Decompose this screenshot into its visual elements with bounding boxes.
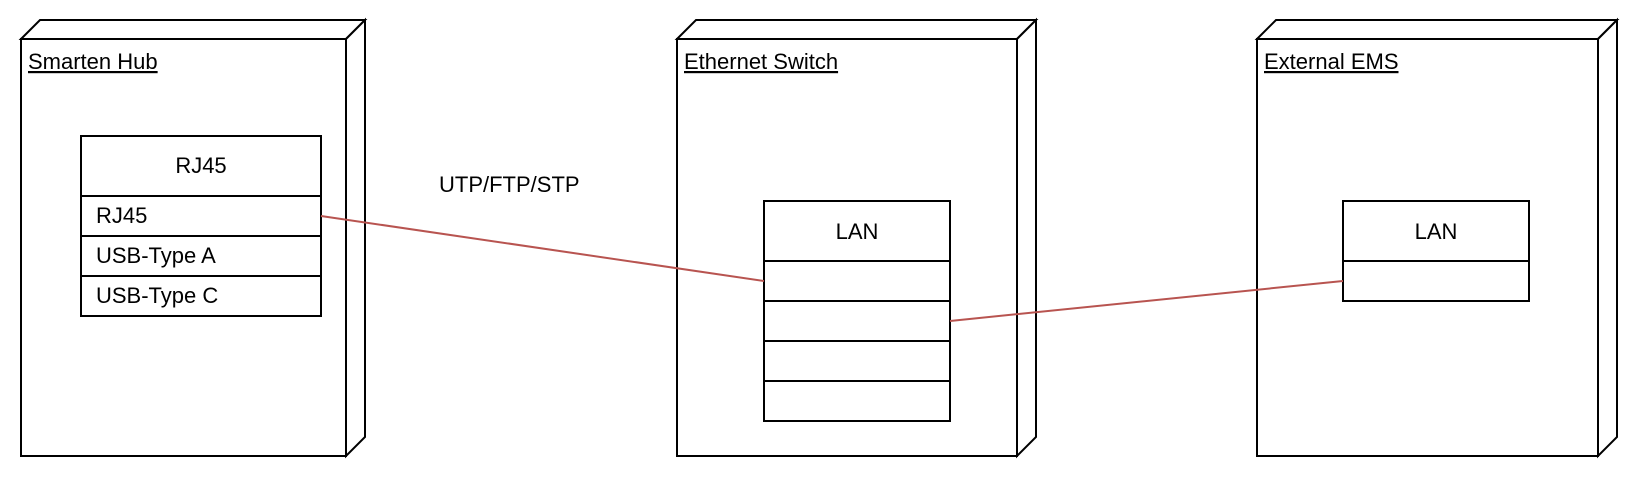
port-row[interactable] xyxy=(80,275,322,317)
node-side-face xyxy=(1016,17,1037,459)
port-row-label: USB-Type C xyxy=(96,283,218,308)
port-row[interactable] xyxy=(763,300,951,342)
component-lan-switch[interactable]: LAN xyxy=(763,200,951,422)
node-title: Ethernet Switch xyxy=(684,49,838,74)
node-top-face xyxy=(674,19,1039,40)
component-rj45[interactable]: RJ45 RJ45 USB-Type A USB-Type C xyxy=(80,135,322,317)
node-title: Smarten Hub xyxy=(28,49,158,74)
connection-label: UTP/FTP/STP xyxy=(439,172,580,197)
node-title: External EMS xyxy=(1264,49,1399,74)
node-side-face xyxy=(345,17,366,459)
connection-switch-to-ems[interactable] xyxy=(949,280,1344,322)
port-row[interactable] xyxy=(763,340,951,382)
component-lan-ems[interactable]: LAN xyxy=(1342,200,1530,302)
port-row-label: RJ45 xyxy=(96,203,147,228)
node-external-ems[interactable]: External EMS LAN xyxy=(1254,17,1620,459)
connection-hub-to-switch[interactable] xyxy=(320,215,765,282)
component-header-box xyxy=(80,135,322,197)
port-row[interactable] xyxy=(80,235,322,277)
node-side-face xyxy=(1597,17,1618,459)
node-ethernet-switch[interactable]: Ethernet Switch LAN xyxy=(674,17,1039,459)
port-row-label: USB-Type A xyxy=(96,243,216,268)
port-row[interactable] xyxy=(763,380,951,422)
component-header: RJ45 xyxy=(175,153,226,178)
component-header: LAN xyxy=(1415,219,1458,244)
node-smarten-hub[interactable]: Smarten Hub RJ45 RJ45 USB-Type A USB-Typ… xyxy=(18,17,368,459)
node-top-face xyxy=(1254,19,1620,40)
port-row[interactable] xyxy=(763,260,951,302)
port-row[interactable] xyxy=(1342,260,1530,302)
component-header: LAN xyxy=(836,219,879,244)
node-top-face xyxy=(18,19,368,40)
